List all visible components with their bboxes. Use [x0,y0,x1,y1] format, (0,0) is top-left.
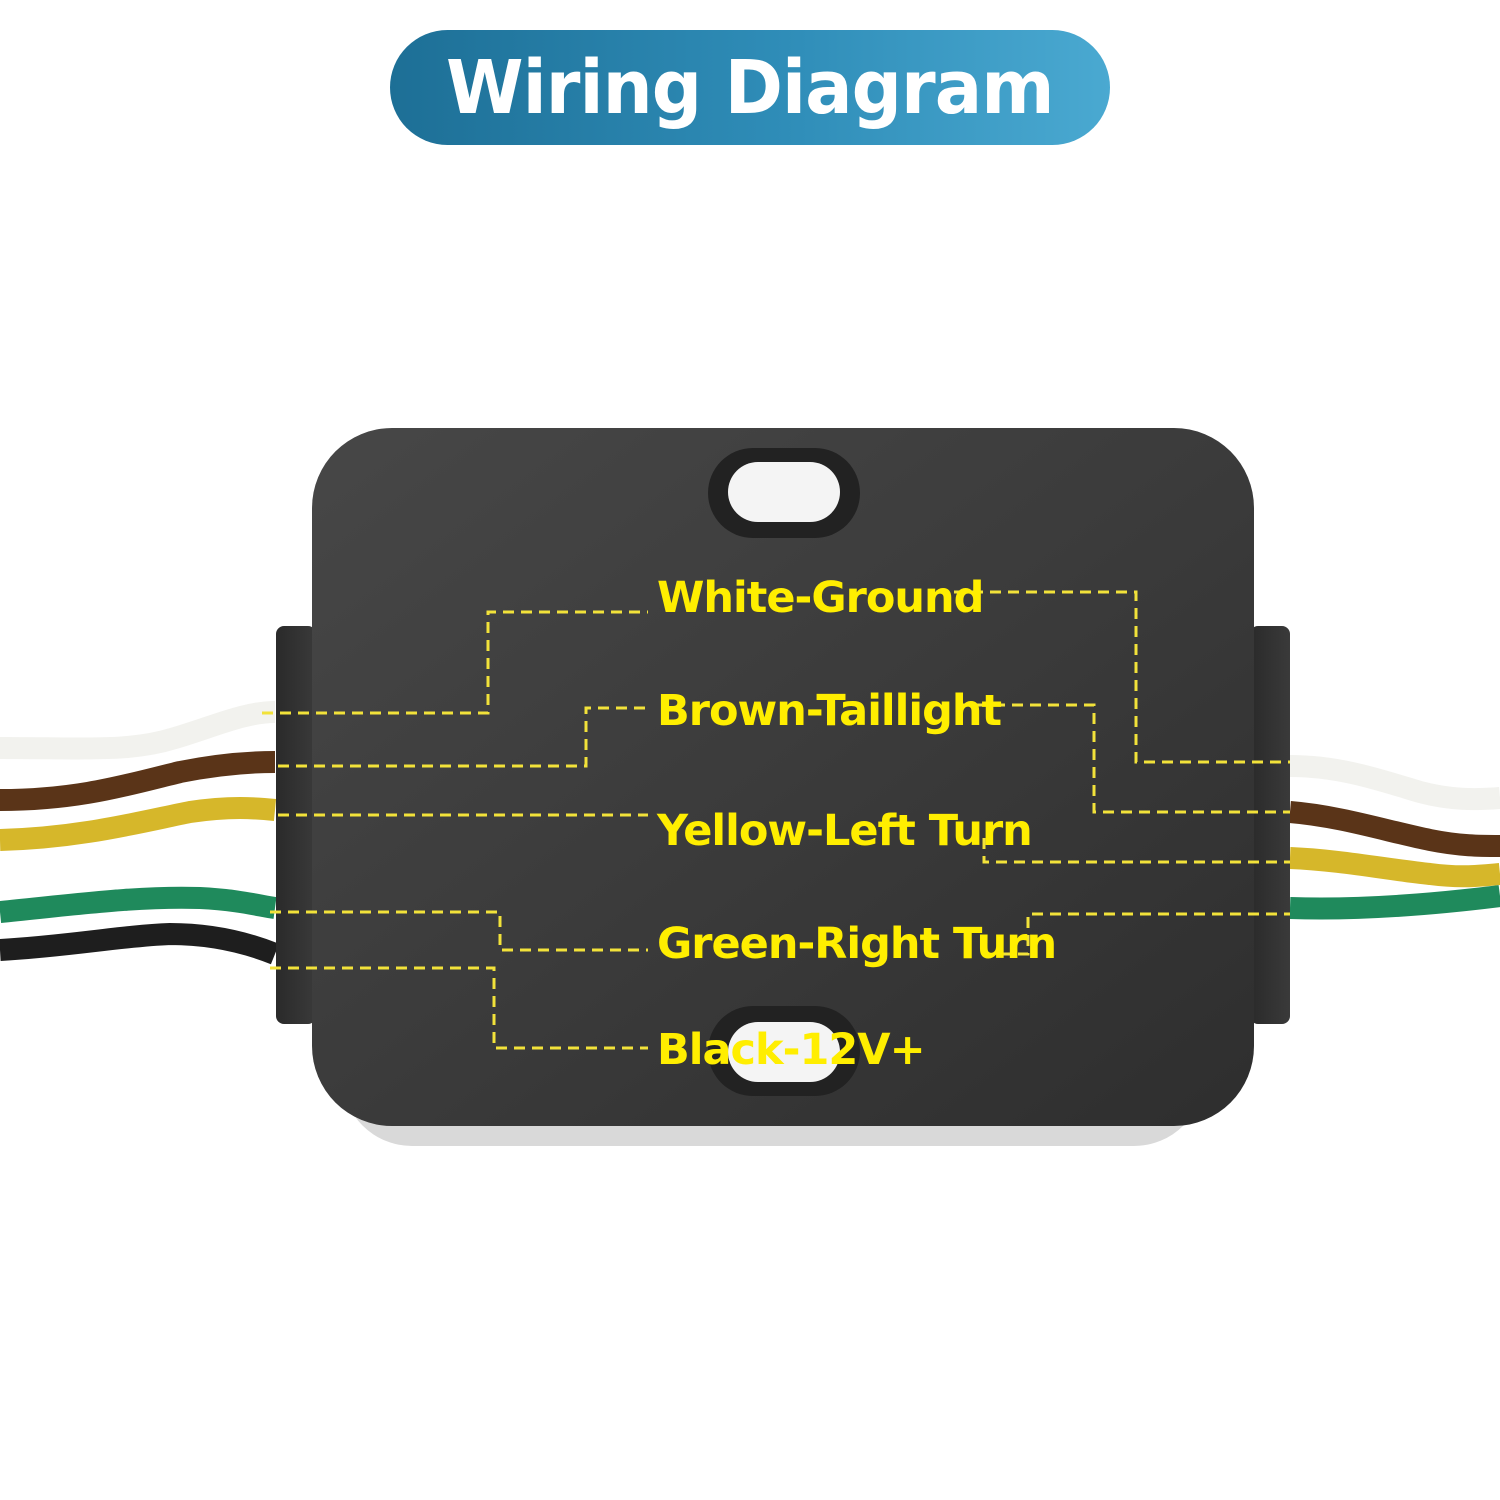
bottom-mounting-slot [708,1006,860,1096]
right-yellow-wire [1289,847,1500,888]
left-yellow-wire [0,797,277,851]
right-brown-wire [1289,801,1500,857]
left-connector-housing [276,626,316,1024]
title-banner: Wiring Diagram [390,30,1110,145]
label-brown-taillight: Brown-Taillight [657,686,1002,736]
label-white-ground: White-Ground [657,573,983,623]
green-right-leader [1000,912,1290,956]
right-white-wire [1289,755,1500,811]
white-left-leader [262,610,648,715]
label-black-12v: Black-12V+ [657,1025,925,1075]
label-yellow-left-turn: Yellow-Left Turn [656,806,1032,856]
left-wire-bundle [0,701,280,965]
left-green-wire [0,886,277,923]
left-black-wire [0,922,280,965]
leader-lines [262,590,1290,1050]
label-green-right-turn: Green-Right Turn [657,919,1056,969]
green-left-leader [270,910,648,952]
right-wire-bundle [1289,755,1500,920]
right-green-wire [1289,885,1500,920]
left-brown-wire [0,751,276,811]
left-white-wire [0,701,276,760]
diagram-title: Wiring Diagram [446,44,1054,131]
black-left-leader [270,966,648,1050]
top-mounting-slot [708,448,860,538]
right-connector-housing [1250,626,1290,1024]
brown-right-leader [958,703,1290,814]
white-right-leader [936,590,1290,764]
brown-left-leader [278,706,648,768]
yellow-right-leader [982,838,1290,864]
